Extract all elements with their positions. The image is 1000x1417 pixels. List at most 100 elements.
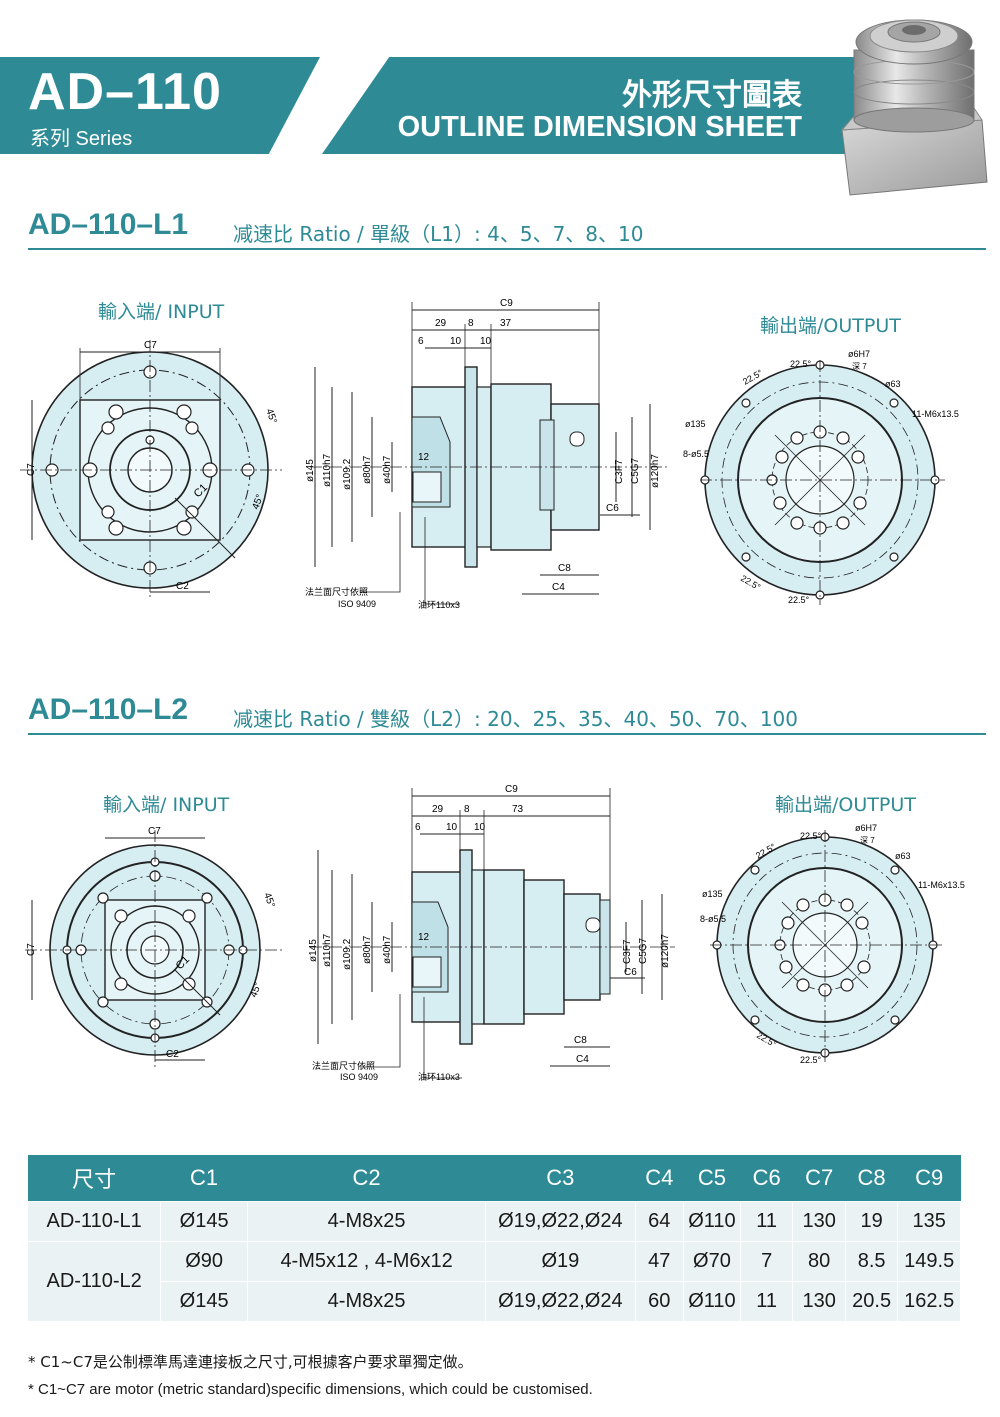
c8-cell: 20.5	[844, 1281, 899, 1322]
dim-d63: ø63	[895, 851, 911, 861]
series-banner	[0, 57, 320, 154]
dim-c4: C4	[552, 582, 565, 593]
c8-cell: 8.5	[844, 1241, 899, 1282]
section-l2-ratio: 减速比 Ratio / 雙級（L2）: 20、25、35、40、50、70、10…	[233, 707, 798, 731]
l1-input-label: 輸入端/ INPUT	[98, 301, 225, 323]
dim-m6: 11-M6x13.5	[912, 409, 959, 419]
dim-c6: C6	[606, 503, 619, 514]
angle-a4: 22.5°	[788, 595, 810, 605]
model-cell: AD-110-L1	[26, 1201, 162, 1242]
sheet-title-en: OUTLINE DIMENSION SHEET	[397, 111, 802, 143]
c9-label: C9	[505, 784, 518, 795]
l1-output-drawing: ø6H7 深 7 ø63 11-M6x13.5 ø135 8-ø5.5 22.5…	[683, 349, 959, 605]
c3-cell: Ø19,Ø22,Ø24	[485, 1201, 636, 1242]
note-en: * C1~C7 are motor (metric standard)speci…	[28, 1381, 593, 1398]
c1-cell: Ø145	[160, 1281, 248, 1322]
dim-d40: ø40h7	[382, 455, 393, 484]
c9-cell: 135	[897, 1201, 961, 1242]
angle-45-top: 45°	[263, 407, 279, 425]
dim-c6: C6	[624, 967, 637, 978]
c7-top-label: C7	[148, 826, 161, 837]
header-c7: C7	[792, 1155, 846, 1202]
dim-d80: ø80h7	[362, 455, 373, 484]
note-flange: 法兰面尺寸依照	[312, 1060, 375, 1071]
c1-cell: Ø145	[160, 1201, 248, 1242]
angle-45-top: 45°	[261, 891, 277, 909]
c2-cell: 4-M8x25	[246, 1201, 487, 1242]
dim-29: 29	[435, 318, 447, 329]
dim-d145: ø145	[305, 459, 316, 482]
note-flange: 法兰面尺寸依照	[305, 586, 368, 597]
product-photo	[840, 19, 988, 196]
dim-d109: ø109.2	[342, 938, 353, 970]
c7-cell: 130	[792, 1201, 846, 1242]
l2-output-label: 輸出端/OUTPUT	[775, 794, 916, 816]
dim-m6: 11-M6x13.5	[918, 880, 965, 890]
dim-37: 37	[500, 318, 512, 329]
dim-73: 73	[512, 804, 524, 815]
dim-c4: C4	[576, 1054, 589, 1065]
c9-label: C9	[500, 298, 513, 309]
l2-side-drawing: C9 29 8 73 6 10 10 ø145 ø110h7 ø109.2 ø8…	[308, 784, 675, 1082]
note-oring: 油环110x3	[418, 1071, 460, 1082]
c7-side-label: C7	[26, 943, 37, 956]
dim-c8: C8	[558, 563, 571, 574]
c5-cell: Ø110	[682, 1201, 741, 1242]
dim-deep: 深 7	[860, 836, 875, 845]
dim-d120: ø120h7	[650, 454, 661, 488]
c2-label: C2	[176, 581, 189, 592]
angle-a2: 22.5°	[800, 831, 822, 841]
dim-d110: ø110h7	[322, 453, 333, 487]
dim-10a: 10	[450, 336, 462, 347]
note-iso: ISO 9409	[340, 1072, 378, 1082]
header-c6: C6	[740, 1155, 793, 1202]
note-oring: 油环110x3	[418, 599, 460, 610]
table-header-row: 尺寸 C1 C2 C3 C4 C5 C6 C7 C8 C9	[27, 1155, 961, 1202]
dim-8: 8	[468, 318, 474, 329]
c5-cell: Ø110	[682, 1281, 741, 1322]
l2-input-drawing: C7 C7 C1 C2 45° 45°	[25, 826, 282, 1070]
table-row: Ø145 4-M8x25 Ø19,Ø22,Ø24 60 Ø110 11 130 …	[28, 1281, 961, 1322]
header-c5: C5	[683, 1155, 741, 1202]
table-row: AD-110-L1 Ø145 4-M8x25 Ø19,Ø22,Ø24 64 Ø1…	[26, 1201, 961, 1242]
header-c4: C4	[635, 1155, 684, 1202]
note-cn: * C1~C7是公制標準馬達連接板之尺寸,可根據客户要求單獨定做。	[28, 1353, 473, 1371]
l1-input-drawing: C7 C7 C1 C2 45° 45°	[20, 340, 282, 600]
dim-10b: 10	[480, 336, 492, 347]
model-cell: AD-110-L2	[26, 1241, 162, 1322]
angle-45-bottom: 45°	[248, 981, 264, 999]
series-label: 系列 Series	[30, 128, 133, 150]
dim-d63: ø63	[885, 379, 901, 389]
dim-d40: ø40h7	[382, 935, 393, 964]
c6-cell: 11	[739, 1281, 794, 1322]
dim-c5: C5G7	[630, 457, 641, 484]
header-size: 尺寸	[27, 1155, 161, 1202]
c9-cell: 162.5	[897, 1281, 961, 1322]
angle-a2: 22.5°	[790, 359, 812, 369]
note-iso: ISO 9409	[338, 599, 376, 609]
c2-cell: 4-M5x12 , 4-M6x12	[246, 1241, 487, 1282]
dim-c3: C3F7	[622, 939, 633, 964]
dim-c5: C5G7	[638, 937, 649, 964]
l2-input-label: 輸入端/ INPUT	[103, 794, 230, 816]
header-c9: C9	[897, 1155, 961, 1202]
dim-holes: 8-ø5.5	[683, 449, 709, 459]
c8-cell: 19	[844, 1201, 899, 1242]
c6-cell: 11	[739, 1201, 794, 1242]
header-c2: C2	[247, 1155, 486, 1202]
dim-holes: 8-ø5.5	[700, 914, 726, 924]
l1-side-drawing: C9 29 8 37 6 10 10 ø145 ø110h7 ø109.2 ø8…	[305, 298, 670, 610]
c7-cell: 80	[792, 1241, 846, 1282]
c4-cell: 60	[634, 1281, 684, 1322]
dim-c8: C8	[574, 1035, 587, 1046]
header-c3: C3	[485, 1155, 636, 1202]
c6-cell: 7	[739, 1241, 794, 1282]
angle-a4: 22.5°	[800, 1055, 822, 1065]
l2-output-drawing: ø6H7 深 7 ø63 11-M6x13.5 ø135 8-ø5.5 22.5…	[700, 823, 965, 1065]
l1-output-label: 輸出端/OUTPUT	[760, 315, 901, 337]
dim-d110: ø110h7	[322, 933, 333, 967]
dim-d145: ø145	[308, 939, 319, 962]
dim-6: 6	[418, 336, 424, 347]
dim-12: 12	[418, 932, 430, 943]
c7-top-label: C7	[144, 340, 157, 351]
